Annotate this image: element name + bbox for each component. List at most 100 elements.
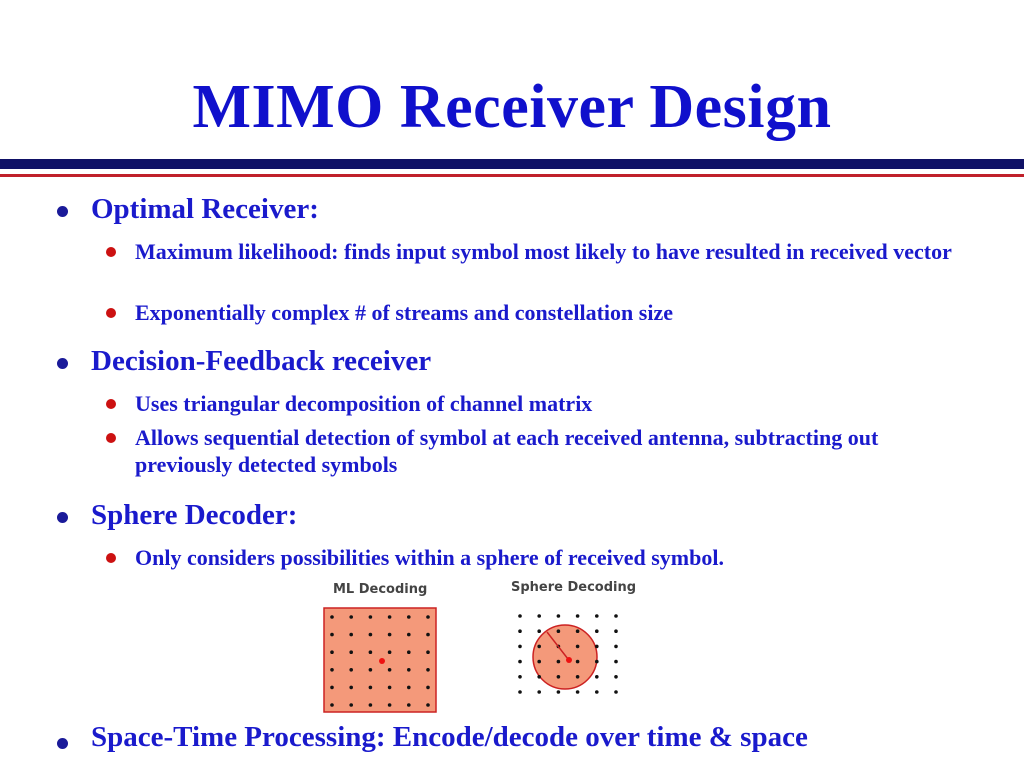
constellation-point	[368, 615, 373, 619]
constellation-point	[330, 685, 334, 690]
bullet-dot	[57, 206, 68, 217]
constellation-point	[575, 644, 580, 649]
ml-decoding-label: ML Decoding	[333, 582, 428, 597]
constellation-point	[349, 650, 353, 654]
bullet-dot	[57, 738, 68, 749]
constellation-point	[575, 659, 580, 664]
bullet-decision-feedback: Decision-Feedback receiver	[91, 345, 432, 377]
sub-bullet-dot	[106, 399, 116, 409]
constellation-point	[614, 614, 618, 618]
constellation-point	[537, 659, 541, 664]
sphere-decoding-diagram	[518, 614, 618, 694]
constellation-point	[407, 650, 411, 654]
constellation-point	[387, 650, 392, 654]
constellation-point	[518, 629, 522, 633]
received-symbol	[566, 657, 572, 663]
sub-bullet-triangular-decomposition: Uses triangular decomposition of channel…	[135, 391, 593, 416]
constellation-point	[330, 615, 334, 619]
slide-title: MIMO Receiver Design	[192, 73, 832, 141]
constellation-point	[368, 668, 373, 672]
constellation-point	[330, 650, 334, 654]
constellation-point	[330, 632, 334, 637]
constellation-point	[368, 632, 373, 637]
bullet-optimal-receiver: Optimal Receiver:	[91, 193, 319, 225]
constellation-point	[426, 632, 430, 637]
constellation-point	[349, 632, 353, 637]
constellation-point	[537, 690, 541, 694]
title-rule-navy	[0, 159, 1024, 169]
constellation-point	[387, 668, 392, 672]
bullet-dot	[57, 358, 68, 369]
constellation-point	[518, 614, 522, 618]
constellation-point	[595, 629, 599, 633]
constellation-point	[556, 659, 561, 664]
constellation-point	[407, 703, 411, 707]
constellation-point	[426, 703, 430, 707]
constellation-point	[595, 659, 599, 664]
constellation-point	[575, 690, 580, 694]
bullet-sphere-decoder: Sphere Decoder:	[91, 499, 298, 531]
constellation-point	[387, 615, 392, 619]
sub-bullet-maximum-likelihood: Maximum likelihood: finds input symbol m…	[135, 239, 952, 264]
constellation-point	[614, 675, 618, 679]
constellation-point	[426, 668, 430, 672]
constellation-point	[595, 614, 599, 618]
ml-decoding-diagram	[323, 607, 437, 713]
constellation-point	[614, 690, 618, 694]
constellation-point	[368, 685, 373, 690]
constellation-point	[556, 690, 561, 694]
constellation-point	[595, 690, 599, 694]
constellation-point	[595, 644, 599, 649]
constellation-point	[518, 690, 522, 694]
constellation-point	[614, 659, 618, 664]
constellation-point	[575, 629, 580, 633]
constellation-point	[537, 629, 541, 633]
constellation-point	[407, 668, 411, 672]
constellation-point	[330, 668, 334, 672]
sub-bullet-only-considers: Only considers possibilities within a sp…	[135, 545, 724, 570]
constellation-point	[349, 703, 353, 707]
constellation-point	[614, 629, 618, 633]
constellation-point	[349, 615, 353, 619]
sphere-search-region	[532, 624, 598, 690]
constellation-point	[537, 675, 541, 679]
constellation-point	[537, 614, 541, 618]
sub-bullet-sequential-detection: Allows sequential detection of symbol at…	[135, 425, 879, 477]
constellation-point	[387, 703, 392, 707]
bullet-space-time-processing: Space-Time Processing: Encode/decode ove…	[91, 721, 808, 753]
sub-bullet-exponentially-complex: Exponentially complex # of streams and c…	[135, 300, 673, 325]
constellation-point	[387, 685, 392, 690]
constellation-point	[537, 644, 541, 649]
sphere-decoding-label: Sphere Decoding	[511, 580, 637, 595]
constellation-point	[556, 629, 561, 633]
sub-bullet-dot	[106, 553, 116, 563]
constellation-point	[426, 615, 430, 619]
received-symbol	[379, 658, 385, 664]
constellation-point	[556, 675, 561, 679]
constellation-point	[349, 685, 353, 690]
constellation-point	[407, 615, 411, 619]
constellation-point	[349, 668, 353, 672]
constellation-point	[556, 614, 561, 618]
constellation-point	[426, 685, 430, 690]
sphere-radius-line	[546, 631, 569, 660]
constellation-point	[518, 659, 522, 664]
bullet-dot	[57, 512, 68, 523]
constellation-point	[387, 632, 392, 637]
sub-bullet-dot	[106, 308, 116, 318]
constellation-point	[407, 685, 411, 690]
constellation-point	[575, 614, 580, 618]
sub-bullet-dot	[106, 247, 116, 257]
constellation-point	[518, 644, 522, 649]
title-rule-red	[0, 174, 1024, 177]
constellation-point	[575, 675, 580, 679]
constellation-point	[368, 703, 373, 707]
constellation-point	[518, 675, 522, 679]
sub-bullet-dot	[106, 433, 116, 443]
constellation-point	[614, 644, 618, 649]
constellation-point	[368, 650, 373, 654]
constellation-point	[407, 632, 411, 637]
constellation-point	[595, 675, 599, 679]
constellation-point	[426, 650, 430, 654]
constellation-point	[330, 703, 334, 707]
